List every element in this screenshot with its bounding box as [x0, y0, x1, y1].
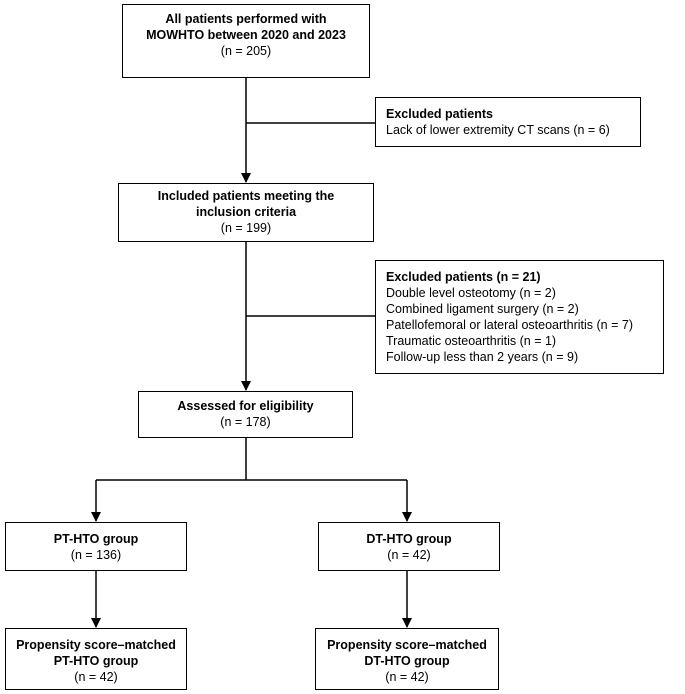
box-all-count: (n = 205)	[220, 44, 272, 58]
box-excluded-2-title: Excluded patients (n = 21)	[386, 270, 541, 284]
box-excluded-1-title: Excluded patients	[386, 107, 493, 121]
box-dt-count: (n = 42)	[387, 548, 431, 562]
box-dt-matched-title-line-2: DT-HTO group	[364, 654, 450, 668]
box-pt-matched-title-line-2: PT-HTO group	[53, 654, 139, 668]
box-excluded-2-item: Traumatic osteoarthritis (n = 1)	[386, 334, 557, 348]
box-excluded-2-item: Patellofemoral or lateral osteoarthritis…	[386, 318, 633, 332]
box-excluded-2-item: Combined ligament surgery (n = 2)	[386, 302, 579, 316]
box-excluded-1-item: Lack of lower extremity CT scans (n = 6)	[386, 123, 610, 137]
box-included-title-line-1: Included patients meeting the	[157, 189, 335, 203]
box-all-title-line-1: All patients performed with	[165, 12, 327, 26]
box-all-patients: All patients performed with MOWHTO betwe…	[122, 4, 370, 78]
box-excluded-2-item: Double level osteotomy (n = 2)	[386, 286, 556, 300]
box-all-title-line-2: MOWHTO between 2020 and 2023	[146, 28, 346, 42]
box-dt-hto-group: DT-HTO group (n = 42)	[318, 522, 500, 571]
box-pt-hto-group: PT-HTO group (n = 136)	[5, 522, 187, 571]
box-assessed-title: Assessed for eligibility	[177, 399, 314, 413]
box-assessed-count: (n = 178)	[220, 415, 271, 429]
box-pt-matched: Propensity score–matched PT-HTO group (n…	[5, 628, 187, 690]
box-pt-matched-title-line-1: Propensity score–matched	[16, 638, 176, 652]
box-dt-matched-title-line-1: Propensity score–matched	[327, 638, 487, 652]
box-excluded-2: Excluded patients (n = 21) Double level …	[375, 260, 664, 374]
box-dt-matched: Propensity score–matched DT-HTO group (n…	[315, 628, 499, 690]
box-pt-title: PT-HTO group	[53, 532, 139, 546]
box-dt-title: DT-HTO group	[366, 532, 452, 546]
box-included-count: (n = 199)	[220, 221, 272, 235]
box-excluded-2-item: Follow-up less than 2 years (n = 9)	[386, 350, 579, 364]
box-assessed: Assessed for eligibility (n = 178)	[138, 391, 353, 438]
box-included: Included patients meeting the inclusion …	[118, 183, 374, 242]
box-excluded-1: Excluded patients Lack of lower extremit…	[375, 97, 641, 147]
box-pt-matched-count: (n = 42)	[74, 670, 118, 684]
box-pt-count: (n = 136)	[70, 548, 122, 562]
box-dt-matched-count: (n = 42)	[385, 670, 429, 684]
box-included-title-line-2: inclusion criteria	[195, 205, 297, 219]
